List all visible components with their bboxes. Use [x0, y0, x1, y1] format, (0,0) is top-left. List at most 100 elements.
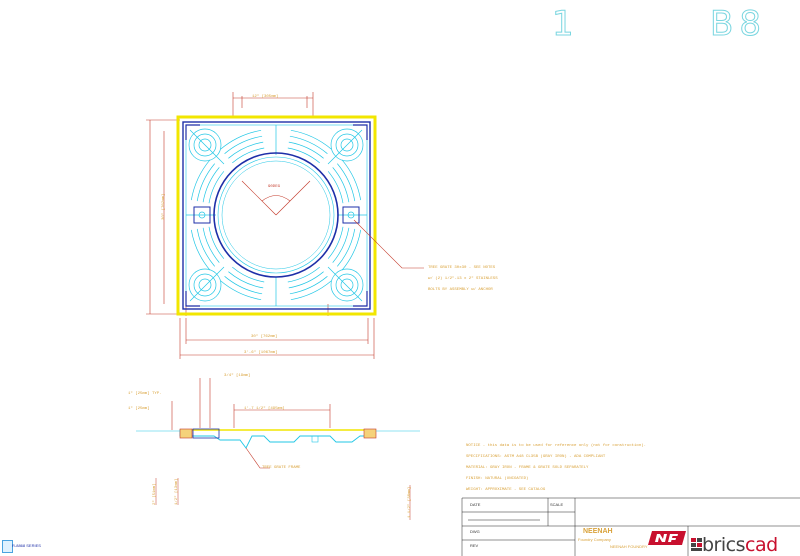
grate-slot: [228, 141, 264, 159]
grate-slot: [188, 268, 222, 302]
plan-view: [146, 92, 424, 359]
note-4: FINISH: NATURAL (UNCOATED): [466, 477, 529, 481]
grate-slot: [202, 227, 220, 263]
dim-side-label: 30" [762mm]: [162, 193, 166, 220]
dim-top-label: 12" [305mm]: [252, 95, 279, 99]
grate-slot: [287, 147, 320, 164]
bottom-dimensions: [179, 304, 375, 359]
grate-slot: [340, 138, 354, 152]
tb-field-rev: REV: [470, 543, 479, 548]
section-frame-label: TREE GRATE FRAME: [262, 466, 301, 470]
grate-slot: [232, 147, 265, 164]
tb-field-date: DATE: [470, 502, 481, 507]
grate-slot: [340, 278, 354, 292]
section-dimensions: [171, 378, 331, 430]
sheet-code: B8: [710, 4, 767, 45]
left-code: R-8868 SERIES: [12, 543, 41, 548]
grate-slot: [208, 226, 225, 259]
grate-slot: [287, 266, 320, 283]
grate-slot: [335, 133, 359, 157]
grate-section: [179, 429, 373, 449]
frame-right: [363, 428, 377, 439]
grate-ribs: [186, 125, 367, 306]
grate-slot: [208, 171, 225, 204]
grate-slot: [335, 273, 359, 297]
callout-line-3: BOLTS BY ASSEMBLY w/ ANCHOR: [428, 288, 493, 292]
corner-brackets: [185, 124, 368, 307]
grate-slot: [290, 280, 332, 301]
tb-field-dwg: DWG: [470, 529, 480, 534]
note-3: MATERIAL: GRAY IRON - FRAME & GRATE SOLD…: [466, 466, 589, 470]
grate-slot: [337, 228, 356, 267]
grate-slot: [288, 141, 324, 159]
grate-slot: [198, 138, 212, 152]
grate-slot: [327, 226, 344, 259]
grate-slot: [330, 128, 364, 162]
grate-slot: [196, 228, 215, 267]
company-tag: NEENAH FOUNDRY: [610, 544, 648, 549]
note-2: SPECIFICATIONS: ASTM A48 CL35B (GRAY IRO…: [466, 455, 606, 459]
center-opening: [213, 152, 339, 278]
grate-slot: [198, 278, 212, 292]
bricscad-logo-icon: [691, 538, 702, 551]
grate-slot: [330, 268, 364, 302]
angle-label: 90DEG: [268, 185, 281, 189]
outer-frame: [176, 115, 377, 316]
angle-indicator: [241, 180, 311, 216]
tb-field-scale: SCALE: [550, 502, 564, 507]
grate-slot: [193, 133, 217, 157]
side-dimension: [146, 119, 180, 315]
section-vert-1: 2" [51mm]: [153, 483, 157, 505]
grate-slot: [288, 271, 324, 289]
grate-slot: [188, 128, 222, 162]
dim-overall-width-label: 3'-6" [1067mm]: [244, 351, 278, 355]
section-vert-2: 1/2" [13mm]: [175, 478, 179, 505]
grate-slot: [220, 129, 262, 150]
company-name: NEENAH: [583, 528, 613, 535]
grate-slot: [289, 135, 328, 154]
grate-slot: [193, 273, 217, 297]
brand-accent: cad: [745, 534, 778, 556]
grate-slot: [327, 171, 344, 204]
grate-slot: [224, 135, 263, 154]
callout-line-1: TREE GRATE 30x30 - SEE NOTES: [428, 266, 496, 270]
section-vert-3: 1 1/2" [38mm]: [408, 486, 412, 518]
section-dim-d: 1'-7 1/2" [495mm]: [244, 407, 285, 411]
dim-inner-width-label: 30" [762mm]: [251, 335, 278, 339]
section-view: [136, 378, 420, 520]
inner-frame: [182, 121, 371, 310]
app-badge-icon: [2, 540, 13, 553]
grate-slot: [290, 129, 332, 150]
callout-leader: [353, 219, 424, 269]
sheet-number: 1: [552, 4, 580, 45]
grate-slot: [337, 163, 356, 202]
grate-slot: [202, 167, 220, 203]
grate-slot: [190, 159, 211, 201]
grate-slot: [220, 280, 262, 301]
company-subtitle: Foundry Company: [578, 537, 611, 542]
grate-slot: [332, 227, 350, 263]
section-dim-b: 1" [25mm] TYP.: [128, 392, 162, 396]
grate-slot: [232, 266, 265, 283]
section-dim-a: 3/4" [19mm]: [224, 374, 251, 378]
section-dim-c: 1" [25mm]: [128, 407, 150, 411]
grate-slot: [196, 163, 215, 202]
grate-slot: [332, 167, 350, 203]
grate-slot: [341, 229, 362, 271]
grate-slot: [341, 159, 362, 201]
brand-main: brics: [702, 534, 746, 556]
note-1: NOTICE - this data is to be used for ref…: [466, 444, 647, 448]
grate-slot: [228, 271, 264, 289]
grate-slot: [190, 229, 211, 271]
callout-line-2: w/ (2) 1/2"-13 x 2" STAINLESS: [428, 277, 498, 281]
bolt-pockets: [193, 206, 360, 224]
top-dimension: [232, 92, 314, 118]
note-5: WEIGHT: APPROXIMATE - SEE CATALOG: [466, 488, 546, 492]
grate-slot: [289, 276, 328, 295]
frame-left: [179, 428, 193, 439]
title-block: [461, 497, 800, 556]
brand-wordmark: bricscad: [702, 534, 778, 556]
grate-slots: [188, 128, 364, 302]
